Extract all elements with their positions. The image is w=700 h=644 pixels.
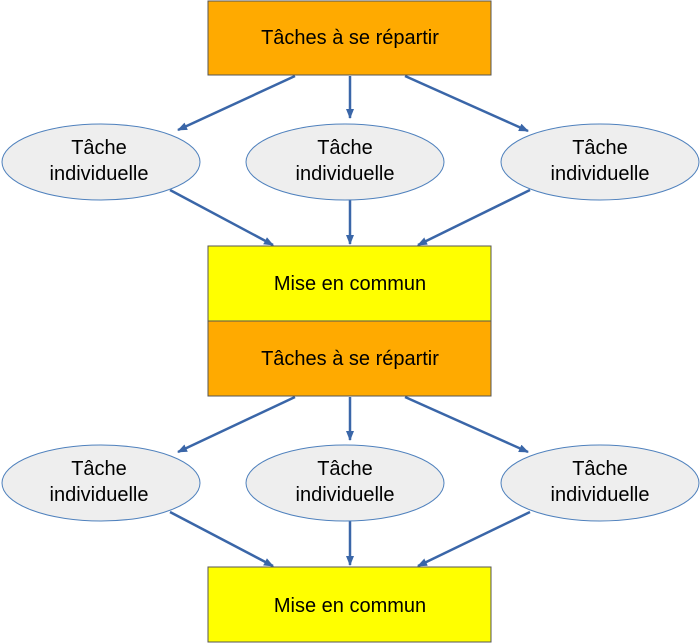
task-label-1-2-line1: Tâche — [317, 137, 373, 159]
task-label-1-1-line1: Tâche — [71, 137, 127, 159]
merge-box-2 — [207, 566, 492, 643]
arrows-merge-2 — [169, 510, 531, 568]
task-label-1-3-line2: individuelle — [551, 163, 650, 185]
task-label-2-1-line2: individuelle — [50, 484, 149, 506]
task-ellipse-1-3 — [500, 123, 700, 201]
task-ellipse-2-2 — [245, 444, 445, 522]
task-label-1-3-line1: Tâche — [572, 137, 628, 159]
task-label-2-2-line2: individuelle — [296, 484, 395, 506]
task-ellipse-2-1 — [1, 444, 201, 522]
split-box-1 — [207, 0, 492, 76]
merge-label-2: Mise en commun — [274, 595, 426, 617]
task-label-2-1-line1: Tâche — [71, 458, 127, 480]
arrows-merge-1 — [169, 188, 531, 247]
task-label-1-1-line2: individuelle — [50, 163, 149, 185]
split-box-2 — [207, 320, 492, 397]
arrows-split-2 — [177, 395, 529, 454]
task-label-1-2-line2: individuelle — [296, 163, 395, 185]
arrows-split-1 — [177, 74, 529, 133]
task-label-2-3-line1: Tâche — [572, 458, 628, 480]
split-label-2: Tâches à se répartir — [261, 348, 439, 370]
task-ellipse-1-2 — [245, 123, 445, 201]
merge-label-1: Mise en commun — [274, 273, 426, 295]
split-label-1: Tâches à se répartir — [261, 27, 439, 49]
task-ellipse-2-3 — [500, 444, 700, 522]
task-label-2-3-line2: individuelle — [551, 484, 650, 506]
task-ellipse-1-1 — [1, 123, 201, 201]
task-label-2-2-line1: Tâche — [317, 458, 373, 480]
